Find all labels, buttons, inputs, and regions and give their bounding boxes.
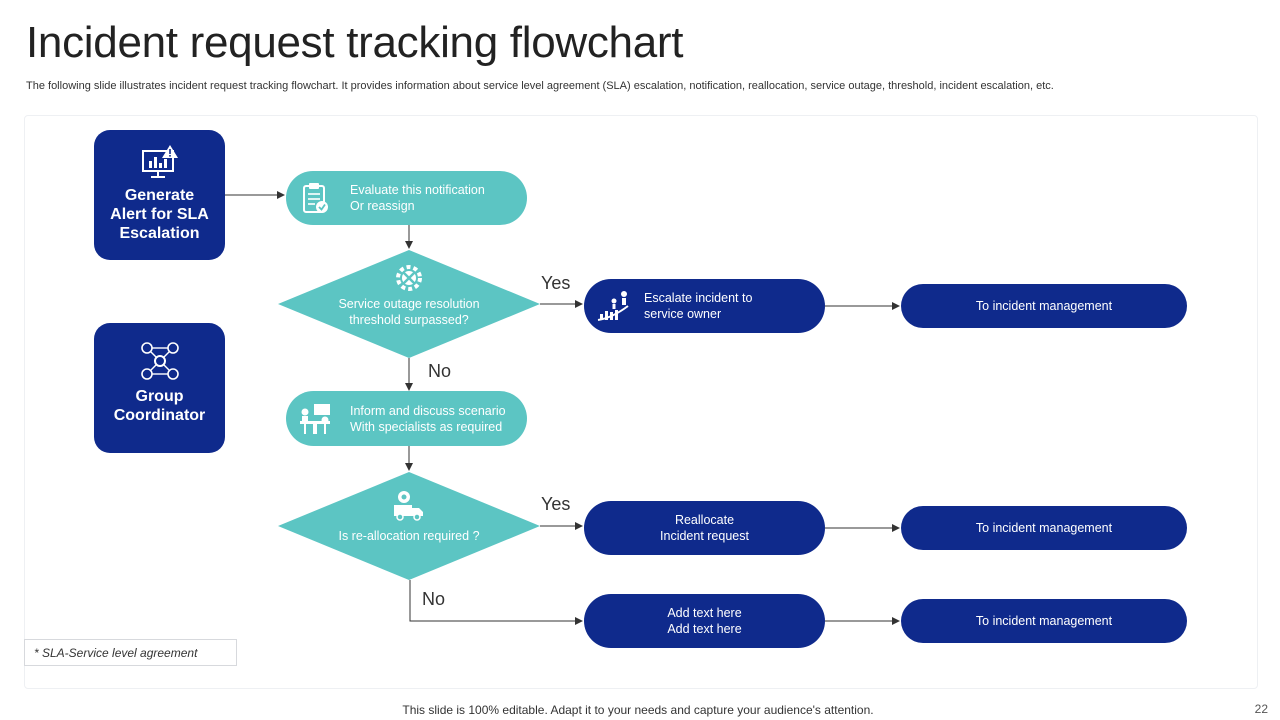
branch-yes-1: Yes (541, 273, 571, 293)
step-evaluate: Evaluate this notification Or reassign (286, 171, 527, 225)
role-box-coordinator: Group Coordinator (94, 323, 225, 453)
step-to-incident-1-text: To incident management (975, 299, 1113, 313)
decision-diamond-2 (278, 472, 540, 580)
role-label-alert: Generate Alert for SLA Escalation (110, 187, 209, 242)
decision-diamond-1 (278, 250, 540, 358)
clipboard-check-icon (298, 181, 332, 215)
step-add-text: Add text here Add text here (584, 594, 825, 648)
branch-yes-2: Yes (541, 494, 571, 514)
team-meeting-icon (298, 402, 332, 436)
step-to-incident-1: To incident management (901, 284, 1187, 328)
footnote: * SLA-Service level agreement (24, 639, 237, 666)
step-reallocate: Reallocate Incident request (584, 501, 825, 555)
slide-title: Incident request tracking flowchart (26, 18, 684, 67)
step-escalate: Escalate incident to service owner (584, 279, 825, 333)
branch-no-1: No (428, 361, 452, 381)
role-label-coordinator: Group Coordinator (113, 388, 206, 424)
slide-subtitle: The following slide illustrates incident… (26, 80, 1054, 92)
step-to-incident-2: To incident management (901, 506, 1187, 550)
gear-tools-icon (392, 261, 426, 295)
decision2-text: Is re-allocation required ? (338, 529, 480, 543)
branch-no-2: No (422, 589, 446, 609)
diagram-panel (24, 115, 1258, 689)
footer-text: This slide is 100% editable. Adapt it to… (0, 703, 1280, 717)
step-reallocate-text: Reallocate Incident request (660, 513, 749, 543)
step-to-incident-2-text: To incident management (975, 521, 1113, 535)
monitor-alert-icon (140, 144, 180, 180)
network-people-icon (140, 342, 180, 380)
growth-people-icon (596, 289, 630, 323)
step-to-incident-3-text: To incident management (975, 614, 1113, 628)
step-inform-text: Inform and discuss scenario With special… (350, 403, 506, 434)
step-evaluate-text: Evaluate this notification Or reassign (350, 183, 485, 213)
arrow-no2 (409, 580, 583, 625)
delivery-truck-icon (392, 488, 426, 522)
step-to-incident-3: To incident management (901, 599, 1187, 643)
step-inform: Inform and discuss scenario With special… (286, 391, 527, 446)
footer-caption: This slide is 100% editable. Adapt it to… (402, 703, 874, 717)
page-number: 22 (1254, 702, 1268, 716)
decision1-text: Service outage resolution threshold surp… (338, 297, 480, 327)
step-escalate-text: Escalate incident to service owner (644, 291, 753, 321)
role-box-alert: Generate Alert for SLA Escalation (94, 130, 225, 260)
step-add-text-text: Add text here Add text here (667, 606, 742, 636)
